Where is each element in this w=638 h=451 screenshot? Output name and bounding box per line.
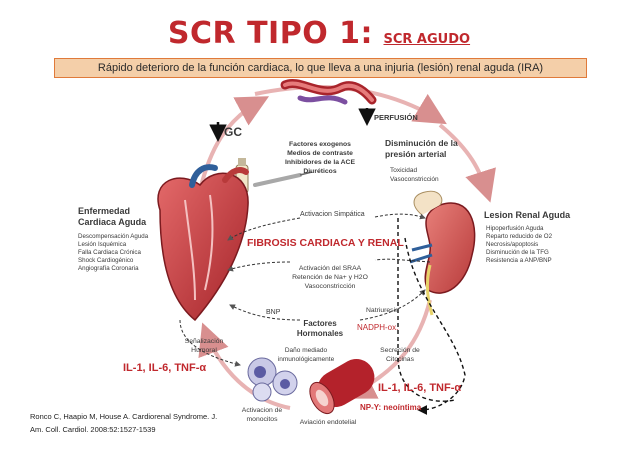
svg-text:Diuréticos: Diuréticos	[303, 168, 336, 175]
reference-line-2: Am. Coll. Cardiol. 2008:52:1527-1539	[30, 423, 240, 436]
il-left-label: IL-1, IL-6, TNF-α	[123, 362, 206, 374]
svg-text:Disminución de la TFG: Disminución de la TFG	[486, 249, 549, 256]
svg-text:Secreción de: Secreción de	[380, 347, 420, 354]
natriuresis-dashed-arrow	[360, 290, 425, 320]
monocytes-icon	[248, 358, 297, 401]
exogenous-factors-text: Factores exogenos Medios de contraste In…	[285, 141, 355, 175]
svg-text:Necrosis/apoptosis: Necrosis/apoptosis	[486, 241, 538, 248]
svg-text:Resistencia a ANP/BNP: Resistencia a ANP/BNP	[486, 257, 552, 264]
svg-text:Retención de Na+ y H2O: Retención de Na+ y H2O	[292, 274, 368, 281]
svg-text:Activación del SRAA: Activación del SRAA	[299, 265, 362, 272]
sympathetic-dashed-to-kidney	[375, 214, 425, 218]
il-right-label: IL-1, IL-6, TNF-α	[378, 382, 461, 394]
svg-text:Activacion de: Activacion de	[242, 407, 283, 414]
svg-text:inmunológicamente: inmunológicamente	[278, 356, 335, 363]
toxicity-text: Toxicidad Vasoconstricción	[390, 167, 439, 183]
svg-text:Humoral: Humoral	[191, 347, 217, 354]
reference-citation: Ronco C, Haapio M, House A. Cardiorenal …	[30, 410, 240, 436]
reference-line-1: Ronco C, Haapio M, House A. Cardiorenal …	[30, 410, 240, 423]
svg-text:monocitos: monocitos	[247, 416, 279, 423]
svg-text:Reparto reducido de O2: Reparto reducido de O2	[486, 233, 553, 240]
svg-text:Falla Cardiaca Crónica: Falla Cardiaca Crónica	[78, 249, 141, 256]
svg-text:Daño mediado: Daño mediado	[285, 347, 328, 354]
svg-text:Vasoconstricción: Vasoconstricción	[305, 283, 356, 290]
nadph-label: NADPH-ox.	[357, 323, 398, 332]
kidney-icon	[410, 191, 475, 315]
svg-text:Enfermedad: Enfermedad	[78, 206, 130, 216]
endothelial-label: Aviación endotelial	[300, 419, 357, 426]
svg-text:Shock Cardiogénico: Shock Cardiogénico	[78, 257, 134, 264]
sraa-dashed-arrow	[228, 262, 290, 270]
svg-text:Cardiaca Aguda: Cardiaca Aguda	[78, 217, 147, 227]
bnp-dashed-arrow	[230, 305, 300, 320]
svg-text:Vasoconstricción: Vasoconstricción	[390, 176, 439, 183]
svg-text:Descompensación Aguda: Descompensación Aguda	[78, 233, 149, 240]
svg-text:Medios de contraste: Medios de contraste	[287, 150, 353, 157]
sympathetic-label: Activacion Simpática	[300, 211, 365, 218]
bnp-label: BNP	[266, 309, 281, 316]
monocytes-text: Activacion de monocitos	[242, 407, 283, 423]
svg-text:Citocinas: Citocinas	[386, 356, 415, 363]
svg-text:Lesión Isquémica: Lesión Isquémica	[78, 241, 127, 248]
natriuresis-label: Natriuresis	[366, 307, 399, 314]
right-box-text: Lesion Renal Aguda Hipoperfusión Aguda R…	[484, 210, 571, 264]
pressure-drop-text: Disminución de la presión arterial	[385, 138, 458, 159]
svg-text:Factores exogenos: Factores exogenos	[289, 141, 351, 148]
cytokines-text: Secreción de Citocinas	[380, 347, 420, 363]
perfusion-label: PERFUSIÓN	[374, 113, 418, 122]
svg-text:Toxicidad: Toxicidad	[390, 167, 417, 174]
svg-text:Factores: Factores	[303, 319, 337, 328]
svg-text:Señalización: Señalización	[185, 338, 224, 345]
fibrosis-label: FIBROSIS CARDIACA Y RENAL	[247, 237, 404, 249]
left-box-text: Enfermedad Cardiaca Aguda Descompensació…	[78, 206, 149, 272]
svg-text:presión arterial: presión arterial	[385, 149, 446, 159]
sraa-text: Activación del SRAA Retención de Na+ y H…	[292, 265, 368, 290]
immune-damage-text: Daño mediado inmunológicamente	[278, 347, 335, 363]
svg-text:Disminución de la: Disminución de la	[385, 138, 458, 148]
npy-label: NP-Y: neoíntima	[360, 403, 421, 412]
hormonal-factors-text: Factores Hormonales	[297, 319, 344, 338]
svg-text:Inhibidores de la ACE: Inhibidores de la ACE	[285, 159, 355, 166]
gc-label: GC	[224, 125, 242, 139]
cycle-arrow-right-down	[440, 125, 488, 195]
svg-text:Lesion Renal Aguda: Lesion Renal Aguda	[484, 210, 571, 220]
humoral-text: Señalización Humoral	[185, 338, 224, 354]
heart-icon	[158, 167, 248, 320]
svg-text:Angiografía Coronaria: Angiografía Coronaria	[78, 265, 139, 272]
svg-text:Hipoperfusión Aguda: Hipoperfusión Aguda	[486, 225, 544, 232]
svg-text:Hormonales: Hormonales	[297, 329, 344, 338]
